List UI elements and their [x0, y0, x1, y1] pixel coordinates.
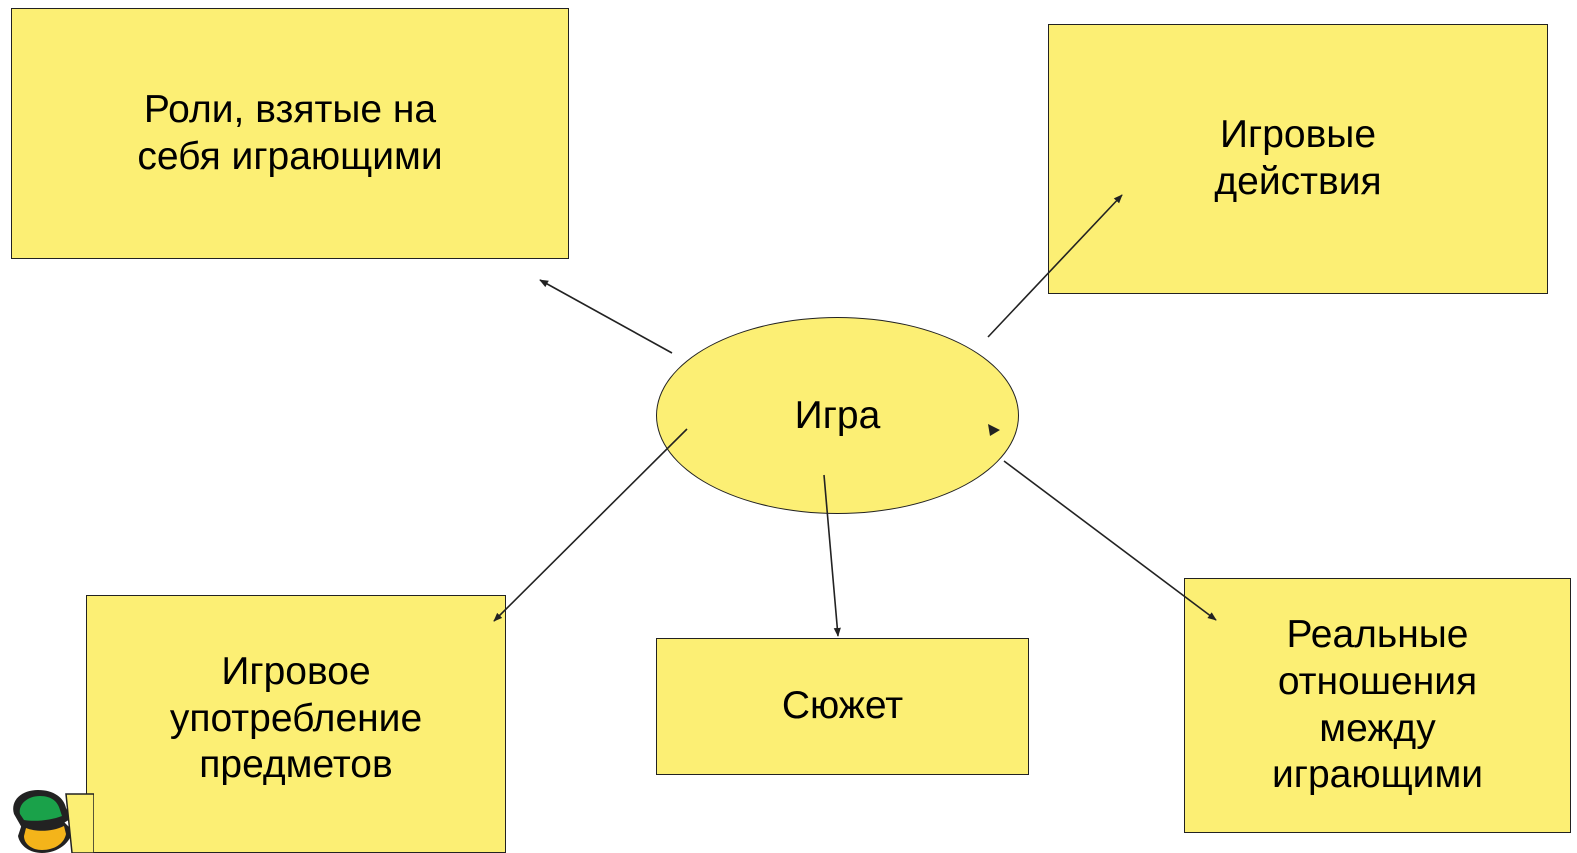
arrow-to-roles [539, 279, 673, 354]
center-node-game: Игра [656, 317, 1019, 514]
node-game-actions: Игровые действия [1048, 24, 1548, 294]
node-roles: Роли, взятые на себя играющими [11, 8, 569, 259]
mascot-icon [13, 790, 94, 853]
arrow-to-object-use [493, 428, 688, 622]
node-real-relations: Реальные отношения между играющими [1184, 578, 1571, 833]
node-object-use: Игровое употребление предметов [86, 595, 506, 853]
node-plot: Сюжет [656, 638, 1029, 775]
